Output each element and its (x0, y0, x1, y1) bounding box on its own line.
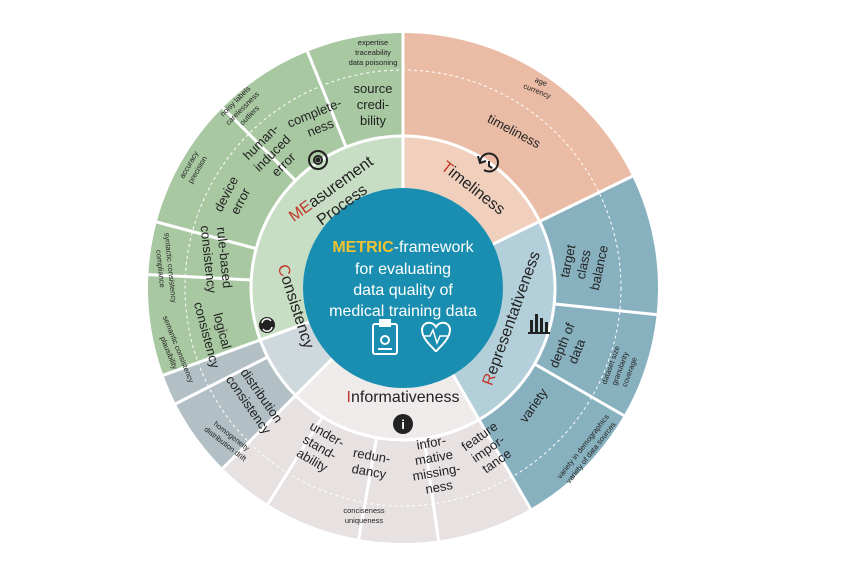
subcluster-line: source (353, 81, 392, 96)
subcluster-line: dancy (351, 461, 388, 482)
subcluster-informative-missingness: infor- mative missing- ness (411, 433, 461, 497)
dimension-informativeness: Informativeness i (347, 389, 460, 434)
subcluster-completeness: complete- ness (285, 95, 344, 140)
info-icon: i (393, 414, 413, 434)
ring-divider (249, 134, 557, 442)
subcluster-line: redun- (352, 445, 392, 466)
consistency-outer-sector (163, 339, 296, 469)
wheel-sectors (148, 33, 658, 543)
property-text: traceability (355, 48, 391, 57)
subcluster-divider (357, 437, 379, 540)
subcluster-line: class (573, 248, 594, 281)
sector-boundary (451, 373, 532, 510)
center-line-2: data quality of (353, 282, 453, 299)
subcluster-divider (422, 438, 440, 541)
property-text: expertise (358, 38, 388, 47)
consistency-inner-sector (260, 322, 333, 396)
property-text: compliance (154, 249, 167, 288)
property-rim (184, 69, 622, 507)
sync-icon (259, 317, 275, 333)
property-text: data poisoning (349, 58, 398, 67)
representativeness-outer-sector (479, 176, 658, 509)
subcluster-line: credi- (357, 97, 390, 112)
subcluster-divider (266, 416, 324, 506)
subcluster-line: ness (424, 477, 454, 497)
sector-boundary (221, 357, 334, 470)
timeliness-inner-sector (403, 136, 540, 245)
subcluster-source-credibility: source credi- bility (353, 81, 392, 128)
center-line-1: for evaluating (355, 261, 451, 278)
properties-conciseness: conciseness uniqueness (343, 506, 385, 525)
informativeness-label: Informativeness (347, 389, 460, 406)
timeliness-outer-sector (403, 33, 633, 222)
target-icon (308, 150, 328, 170)
subcluster-line: consistency (198, 225, 220, 295)
subcluster-line: rule-based (214, 226, 235, 289)
property-text: age (533, 75, 548, 88)
subcluster-divider (554, 302, 657, 317)
subcluster-divider (533, 362, 625, 417)
measurement-inner-sector (250, 136, 404, 340)
wheel-separators (148, 33, 657, 541)
properties-expertise: expertise traceability data poisoning (349, 38, 398, 67)
subcluster-divider (221, 106, 297, 182)
svg-text:i: i (401, 417, 405, 432)
subcluster-divider (175, 355, 269, 406)
clock-refresh-icon (477, 152, 499, 173)
subcluster-rule-based-consistency: rule-based consistency (198, 225, 236, 295)
subcluster-line: bility (360, 113, 387, 128)
clipboard-icon (372, 319, 398, 355)
subcluster-redundancy: redun- dancy (351, 445, 392, 482)
subcluster-line: target (557, 243, 579, 279)
subcluster-line: mative (414, 447, 454, 468)
property-text: conciseness (343, 506, 385, 515)
property-text: uniqueness (345, 516, 384, 525)
informativeness-inner-sector (295, 358, 479, 441)
subcluster-line: infor- (415, 433, 447, 453)
sector-boundary (492, 174, 633, 246)
center-title: METRIC-framework (332, 239, 474, 256)
subcluster-divider (148, 273, 252, 282)
center-circle (303, 188, 503, 388)
subcluster-divider (156, 220, 257, 251)
subcluster-target-class-balance: target class balance (557, 243, 611, 292)
sector-boundary (162, 320, 310, 377)
heart-pulse-icon (420, 321, 452, 353)
subcluster-divider (306, 51, 348, 148)
center-line-3: medical training data (329, 303, 477, 320)
bar-chart-icon (528, 314, 550, 334)
